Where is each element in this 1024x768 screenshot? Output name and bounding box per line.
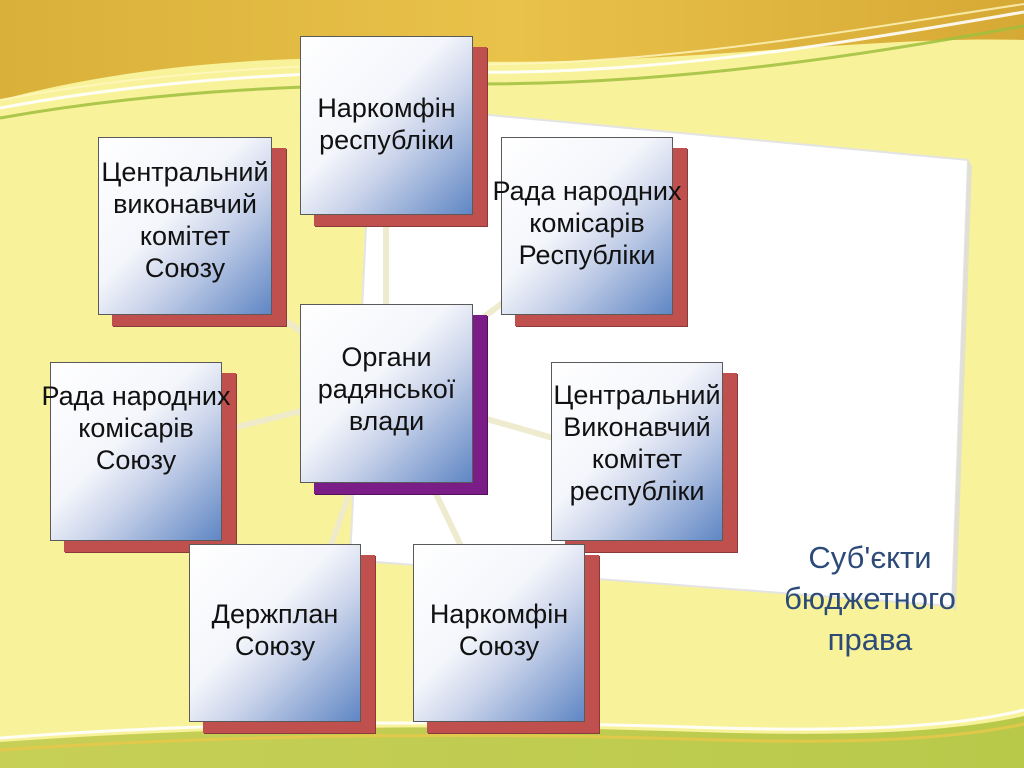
node-box-narkomfin-republic — [300, 36, 473, 215]
node-box-tsentralnyi-vykonavchyi-komitet-soiuzu — [98, 137, 272, 315]
node-label-narkomfin-soiuzu: Наркомфін Союзу — [429, 599, 569, 662]
node-box-derzhplan-soiuzu — [189, 544, 361, 722]
node-box-center — [300, 304, 473, 483]
node-label-derzhplan-soiuzu: Держплан Союзу — [211, 599, 339, 662]
center-label: Органи радянської влади — [317, 342, 456, 437]
side-title: Суб'єкти бюджетного права — [784, 540, 956, 658]
node-box-rada-narodnykh-komisariv-soiuzu — [50, 362, 222, 541]
node-label-rada-narodnykh-komisariv-soiuzu: Рада народних комісарів Союзу — [41, 381, 231, 476]
node-box-rada-narodnykh-komisariv-respubliky — [501, 137, 673, 315]
node-label-tsentralnyi-vykonavchyi-komitet-soiuzu: Центральний виконавчий комітет Союзу — [101, 157, 269, 284]
node-box-narkomfin-soiuzu — [413, 544, 585, 722]
node-label-narkomfin-republic: Наркомфін республіки — [317, 93, 456, 156]
node-label-tsentralnyi-vykonavchyi-komitet-respubliky: Центральний Виконавчий комітет республік… — [553, 380, 721, 507]
node-label-rada-narodnykh-komisariv-respubliky: Рада народних комісарів Республіки — [492, 176, 682, 271]
node-box-tsentralnyi-vykonavchyi-komitet-respubliky — [551, 362, 723, 541]
